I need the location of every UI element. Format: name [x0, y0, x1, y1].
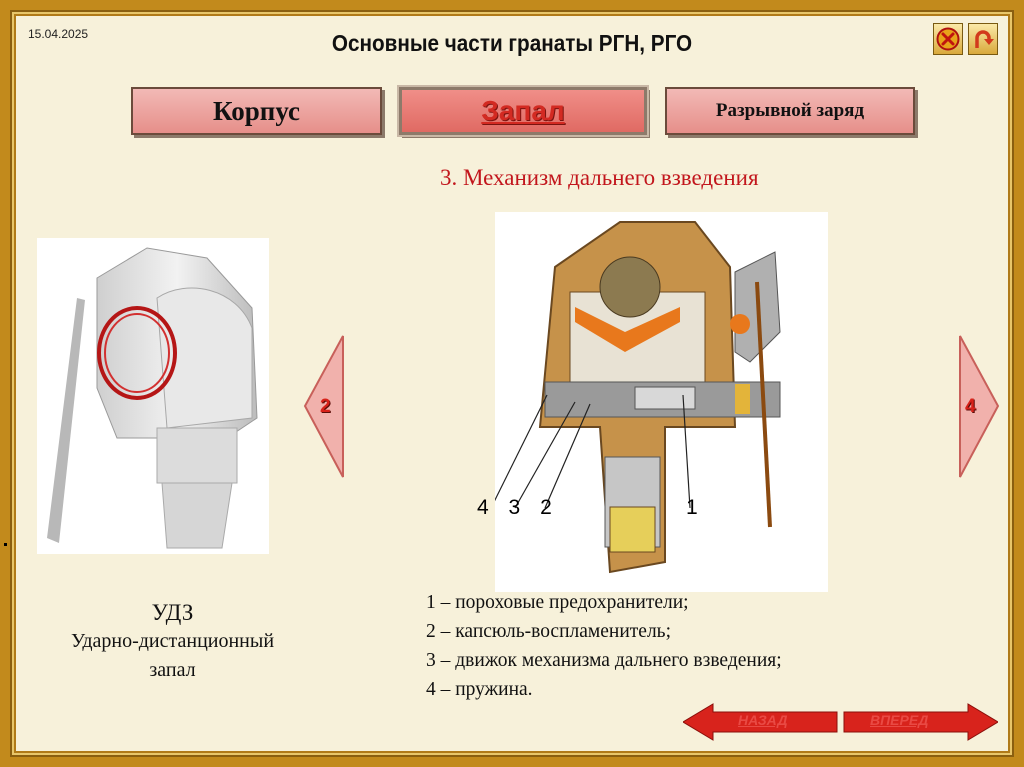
fuse-caption: УДЗ Ударно-дистанционный запал	[40, 598, 305, 685]
close-button[interactable]	[933, 23, 963, 55]
callout-1: 1	[686, 496, 698, 520]
tab-zapal[interactable]: Запал	[399, 87, 647, 135]
next-slide-number: 4	[965, 396, 976, 418]
tab-razryvnoy-label: Разрывной заряд	[716, 100, 864, 122]
callout-3: 3	[509, 496, 521, 519]
return-button[interactable]	[968, 23, 998, 55]
prev-slide-number: 2	[320, 396, 331, 418]
back-label: НАЗАД	[738, 712, 787, 728]
tab-zapal-label: Запал	[481, 95, 564, 127]
mechanism-diagram	[495, 212, 828, 592]
parts-legend: 1 – пороховые предохранители; 2 – капсюл…	[426, 588, 782, 704]
tab-korpus-label: Корпус	[213, 96, 300, 127]
legend-item-1: 1 – пороховые предохранители;	[426, 588, 782, 617]
legend-item-3: 3 – движок механизма дальнего взведения;	[426, 646, 782, 675]
diagram-callouts: 4 3 2	[477, 496, 552, 520]
forward-label: ВПЕРЕД	[870, 712, 928, 728]
stray-dot	[4, 543, 7, 546]
tab-korpus[interactable]: Корпус	[131, 87, 382, 135]
return-icon	[971, 27, 995, 51]
fuse-photo	[37, 238, 269, 554]
fuse-caption-line1: Ударно-дистанционный	[40, 627, 305, 656]
slide-title: Основные части гранаты РГН, РГО	[51, 30, 973, 57]
section-subtitle: 3. Механизм дальнего взведения	[440, 165, 759, 191]
fuse-caption-title: УДЗ	[40, 598, 305, 627]
tab-razryvnoy-zaryad[interactable]: Разрывной заряд	[665, 87, 915, 135]
legend-item-2: 2 – капсюль-воспламенитель;	[426, 617, 782, 646]
fuse-caption-line2: запал	[40, 656, 305, 685]
callout-4: 4	[477, 496, 489, 519]
legend-item-4: 4 – пружина.	[426, 675, 782, 704]
callout-2: 2	[540, 496, 552, 519]
close-icon	[936, 27, 960, 51]
